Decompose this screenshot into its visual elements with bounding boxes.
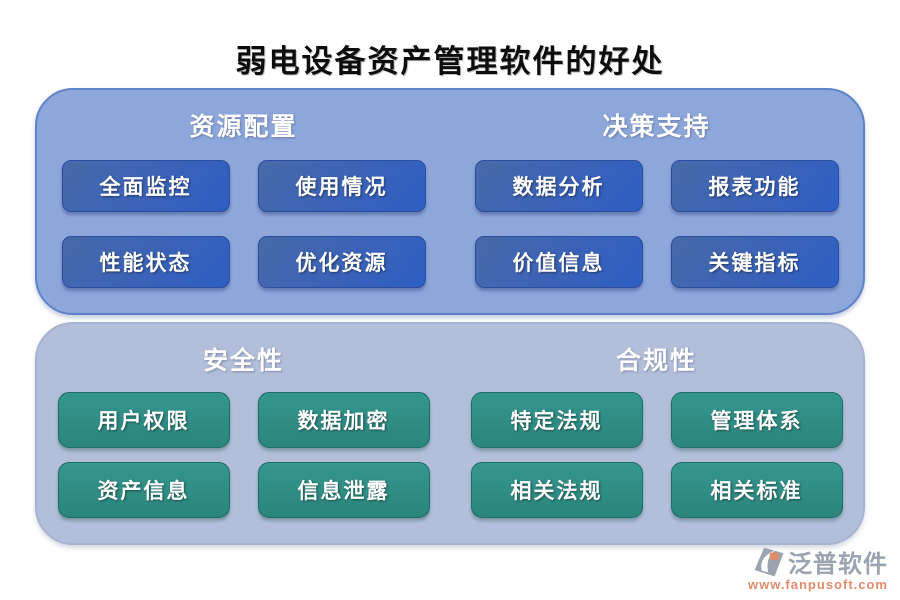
section-security: 安全性 用户权限 数据加密 资产信息 信息泄露 [37, 324, 450, 543]
node-button-zichanxinxi[interactable]: 资产信息 [57, 462, 230, 518]
node-grid: 数据分析 报表功能 价值信息 关键指标 [474, 160, 839, 288]
node-grid: 用户权限 数据加密 资产信息 信息泄露 [57, 392, 430, 518]
node-button-xiangguanfagui[interactable]: 相关法规 [470, 462, 643, 518]
section-decision-support: 决策支持 数据分析 报表功能 价值信息 关键指标 [450, 90, 863, 313]
brand-footer: 泛普软件 www.fanpusoft.com [728, 544, 888, 592]
section-resource-config: 资源配置 全面监控 使用情况 性能状态 优化资源 [37, 90, 450, 313]
node-button-quanmianjiankong[interactable]: 全面监控 [61, 160, 230, 212]
node-grid: 全面监控 使用情况 性能状态 优化资源 [61, 160, 426, 288]
page-title: 弱电设备资产管理软件的好处 [235, 44, 665, 79]
node-button-xingnengzhuangtai[interactable]: 性能状态 [61, 236, 230, 288]
node-button-jiazhixinxi[interactable]: 价值信息 [474, 236, 643, 288]
node-button-guanlitixi[interactable]: 管理体系 [670, 392, 843, 448]
node-button-shujufenxi[interactable]: 数据分析 [474, 160, 643, 212]
node-button-tedingfagui[interactable]: 特定法规 [470, 392, 643, 448]
node-button-guanjianzhibiao[interactable]: 关键指标 [670, 236, 839, 288]
node-button-shujujiami[interactable]: 数据加密 [257, 392, 430, 448]
fanpu-logo-icon [754, 547, 784, 576]
node-grid: 特定法规 管理体系 相关法规 相关标准 [470, 392, 843, 518]
brand-url[interactable]: www.fanpusoft.com [747, 577, 888, 592]
section-header-compliance: 合规性 [615, 348, 697, 375]
node-button-baobiaogongneng[interactable]: 报表功能 [670, 160, 839, 212]
node-button-youhuaziyuan[interactable]: 优化资源 [257, 236, 426, 288]
section-header-resource-config: 资源配置 [189, 114, 298, 141]
node-button-xinxixielou[interactable]: 信息泄露 [257, 462, 430, 518]
node-button-shiyongqingkuang[interactable]: 使用情况 [257, 160, 426, 212]
section-compliance: 合规性 特定法规 管理体系 相关法规 相关标准 [450, 324, 863, 543]
panel-resource-decision: 资源配置 全面监控 使用情况 性能状态 优化资源 决策支持 数据分析 报表功能 … [35, 88, 865, 315]
section-header-decision-support: 决策支持 [602, 114, 711, 141]
panel-security-compliance: 安全性 用户权限 数据加密 资产信息 信息泄露 合规性 特定法规 管理体系 相关… [35, 322, 865, 545]
brand-name: 泛普软件 [788, 552, 888, 578]
node-button-xiangguanbiaozhun[interactable]: 相关标准 [670, 462, 843, 518]
section-header-security: 安全性 [202, 348, 284, 375]
node-button-yonghuquanxian[interactable]: 用户权限 [57, 392, 230, 448]
